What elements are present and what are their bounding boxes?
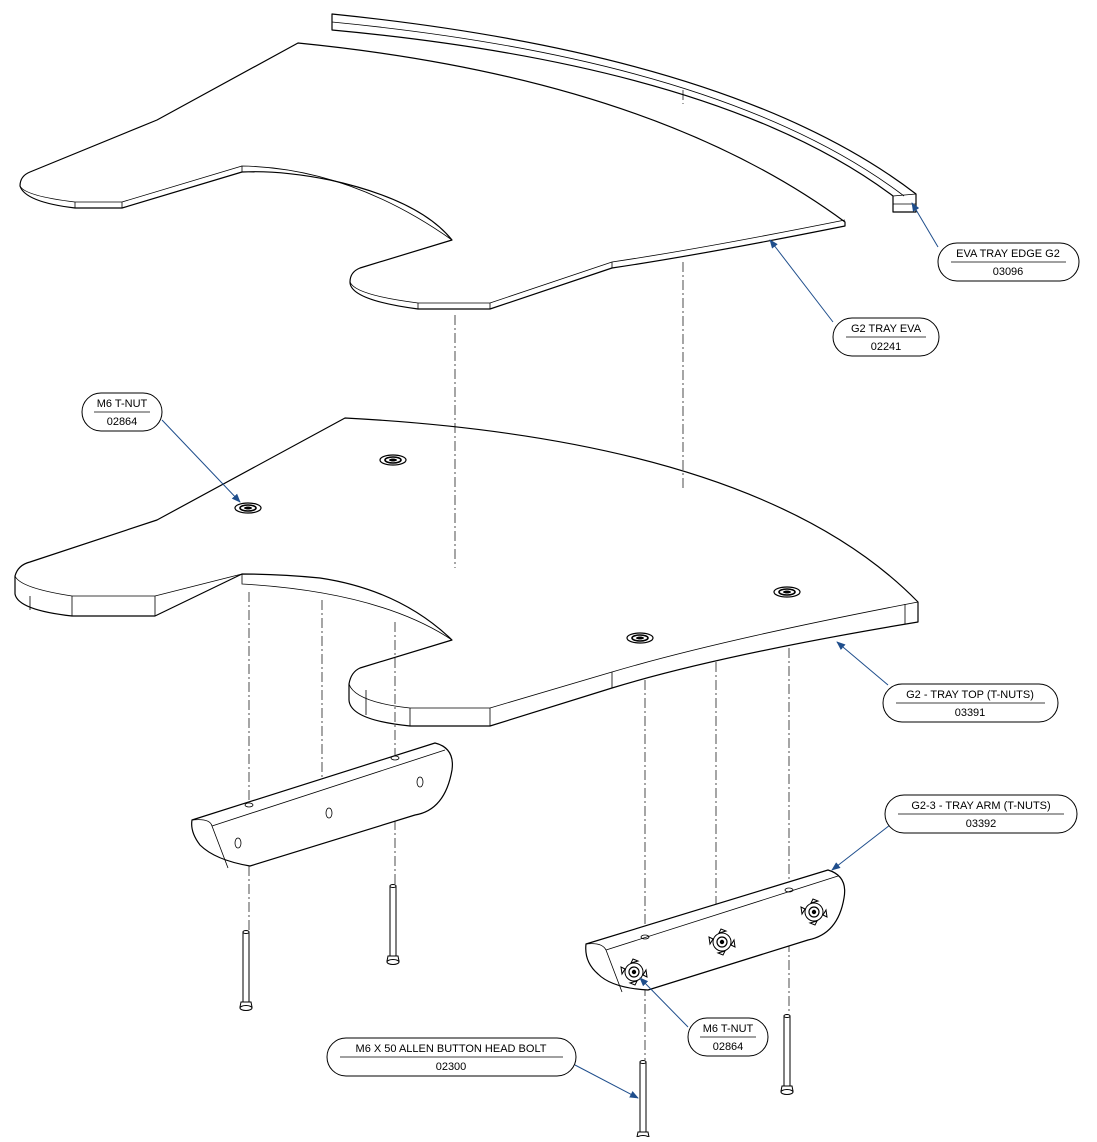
bolt-icon bbox=[636, 1060, 650, 1141]
bolt-icon bbox=[386, 884, 400, 965]
tray-top-part bbox=[14, 417, 919, 727]
callout-tray-arm: G2-3 - TRAY ARM (T-NUTS) 03392 bbox=[884, 794, 1078, 834]
callout-label: G2-3 - TRAY ARM (T-NUTS) bbox=[911, 800, 1050, 812]
leader-t-nut-top bbox=[161, 419, 241, 503]
leader-lines bbox=[161, 202, 939, 1099]
leader-eva-tray-edge bbox=[911, 202, 939, 248]
callout-label: M6 X 50 ALLEN BUTTON HEAD BOLT bbox=[356, 1043, 547, 1055]
callout-part-number: 02241 bbox=[871, 341, 902, 353]
t-nut-icon bbox=[773, 586, 801, 598]
callout-tray-eva: G2 TRAY EVA 02241 bbox=[832, 317, 940, 357]
leader-tray-eva bbox=[769, 239, 834, 323]
callout-label: EVA TRAY EDGE G2 bbox=[956, 248, 1060, 260]
callout-tray-top: G2 - TRAY TOP (T-NUTS) 03391 bbox=[882, 683, 1059, 723]
bolt-icon bbox=[780, 1014, 794, 1095]
callout-label: G2 TRAY EVA bbox=[851, 323, 922, 335]
callout-part-number: 02864 bbox=[107, 416, 138, 428]
callout-bolt: M6 X 50 ALLEN BUTTON HEAD BOLT 02300 bbox=[326, 1037, 577, 1077]
t-nut-icon bbox=[234, 502, 262, 514]
tray-eva-part bbox=[19, 42, 846, 310]
callout-part-number: 02300 bbox=[436, 1061, 467, 1073]
callout-part-number: 02864 bbox=[713, 1041, 744, 1053]
callout-part-number: 03391 bbox=[955, 707, 986, 719]
bolt-icon bbox=[239, 930, 253, 1011]
right-tray-arm bbox=[585, 869, 846, 993]
callout-label: G2 - TRAY TOP (T-NUTS) bbox=[906, 689, 1034, 701]
callout-label: M6 T-NUT bbox=[703, 1023, 754, 1035]
callout-eva-tray-edge: EVA TRAY EDGE G2 03096 bbox=[937, 242, 1080, 282]
centerlines bbox=[248, 90, 790, 1060]
callout-t-nut-top: M6 T-NUT 02864 bbox=[81, 392, 163, 432]
t-nut-icon bbox=[626, 632, 654, 644]
callout-part-number: 03096 bbox=[993, 266, 1024, 278]
left-tray-arm bbox=[191, 742, 453, 869]
leader-tray-arm bbox=[831, 824, 891, 871]
callout-label: M6 T-NUT bbox=[97, 398, 148, 410]
callout-part-number: 03392 bbox=[966, 818, 997, 830]
leader-bolt bbox=[574, 1064, 639, 1099]
t-nut-icon bbox=[379, 454, 407, 466]
leader-tray-top bbox=[836, 641, 889, 686]
leader-t-nut-arm bbox=[639, 977, 689, 1028]
callout-t-nut-arm: M6 T-NUT 02864 bbox=[687, 1017, 769, 1057]
